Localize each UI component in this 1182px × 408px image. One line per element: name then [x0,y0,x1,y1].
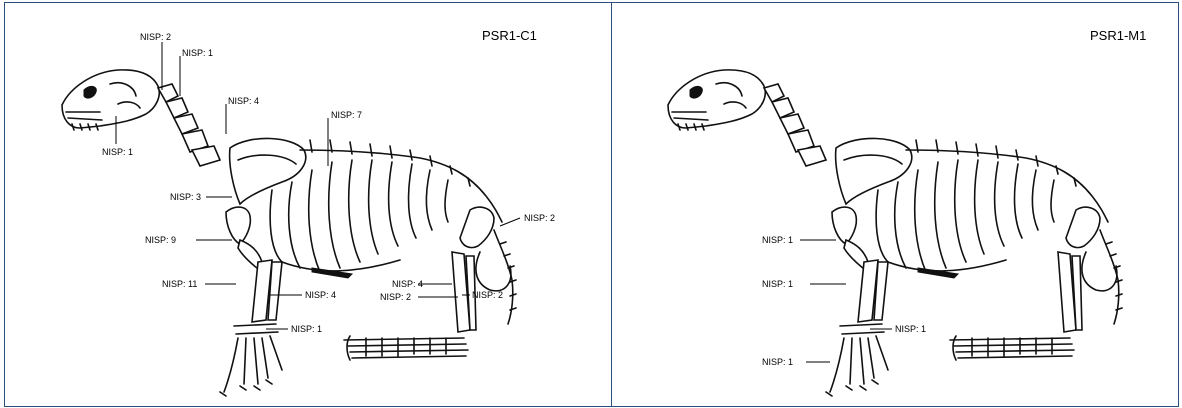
nisp-label: NISP: 11 [162,279,197,289]
nisp-label: NISP: 1 [895,324,926,334]
nisp-label: NISP: 1 [762,357,793,367]
nisp-label: NISP: 7 [331,110,362,120]
nisp-label: NISP: 1 [762,235,793,245]
nisp-label: NISP: 1 [291,324,322,334]
nisp-label: NISP: 9 [145,235,176,245]
nisp-label: NISP: 2 [472,290,503,300]
nisp-label: NISP: 4 [392,279,423,289]
panel-title-m1: PSR1-M1 [1090,28,1146,43]
nisp-label: NISP: 1 [182,48,213,58]
nisp-label: NISP: 3 [170,192,201,202]
seal-skeleton-c1 [62,70,516,396]
nisp-label: NISP: 2 [524,213,555,223]
nisp-label: NISP: 2 [380,292,411,302]
nisp-label: NISP: 4 [305,290,336,300]
nisp-label: NISP: 1 [102,147,133,157]
nisp-label: NISP: 1 [762,279,793,289]
nisp-label: NISP: 4 [228,96,259,106]
panel-title-c1: PSR1-C1 [482,28,537,43]
annotations-m1: NISP: 1 NISP: 1 NISP: 1 NISP: 1 [762,235,926,367]
nisp-label: NISP: 2 [140,32,171,42]
seal-skeleton-m1 [668,70,1122,396]
